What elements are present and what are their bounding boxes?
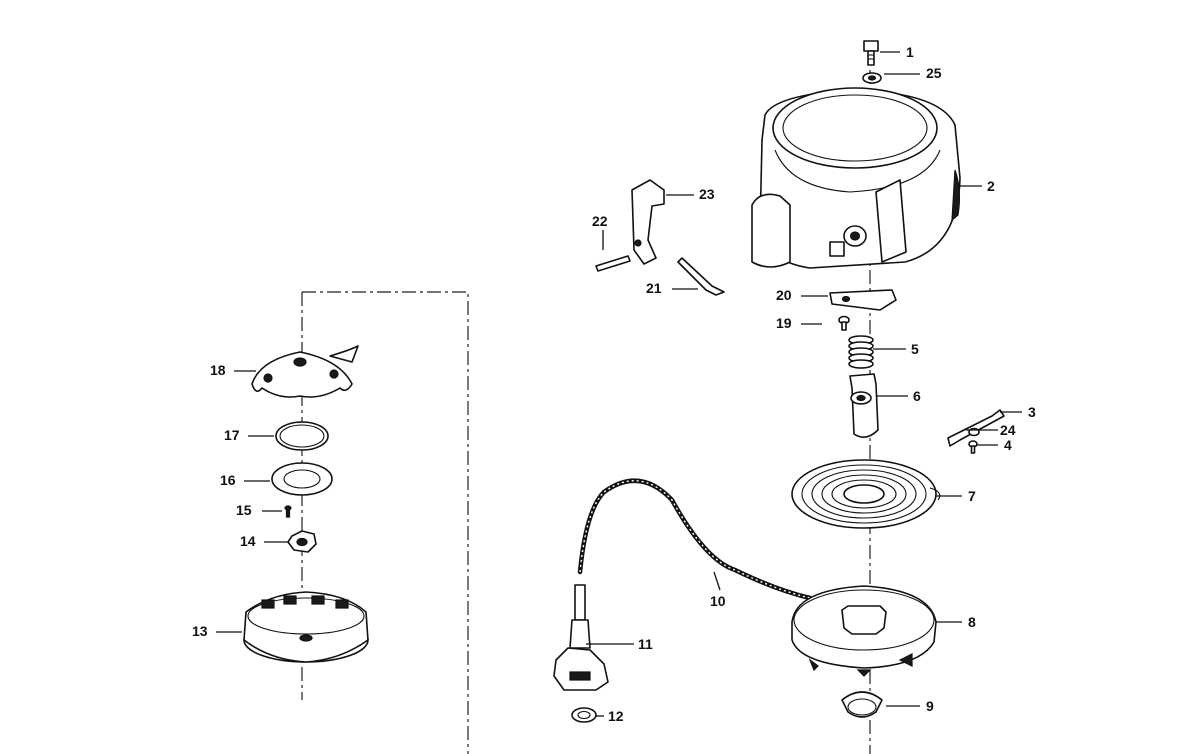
callout-11: 11 xyxy=(638,636,653,652)
callout-9: 9 xyxy=(926,698,934,714)
callout-23: 23 xyxy=(699,186,715,202)
callout-19: 19 xyxy=(776,315,792,331)
callout-25: 25 xyxy=(926,65,942,81)
callout-leaders xyxy=(216,51,1022,717)
callout-22: 22 xyxy=(592,213,608,229)
callout-13: 13 xyxy=(192,623,208,639)
part-16-washer xyxy=(271,462,333,496)
part-20-plate xyxy=(829,289,897,311)
part-14-nut xyxy=(287,530,317,553)
part-10-rope xyxy=(577,478,813,601)
part-6-pawl xyxy=(849,373,879,438)
callout-17: 17 xyxy=(224,427,240,443)
part-17-ring xyxy=(275,421,329,451)
callout-8: 8 xyxy=(968,614,976,630)
callout-14: 14 xyxy=(240,533,256,549)
callout-7: 7 xyxy=(968,488,976,504)
callout-15: 15 xyxy=(236,502,252,518)
callout-6: 6 xyxy=(913,388,921,404)
callout-1: 1 xyxy=(906,44,914,60)
callout-3: 3 xyxy=(1028,404,1036,420)
part-11-handle xyxy=(553,584,609,691)
part-7-recoil-spring xyxy=(791,459,941,529)
callout-labels: 1 2 3 4 5 6 7 8 9 10 11 12 13 14 15 16 1… xyxy=(192,44,1036,724)
part-23-bracket xyxy=(631,179,665,265)
callout-18: 18 xyxy=(210,362,226,378)
part-12-washer xyxy=(571,707,597,723)
part-19-screw xyxy=(838,315,850,331)
callout-12: 12 xyxy=(608,708,624,724)
callout-20: 20 xyxy=(776,287,792,303)
part-13-cup xyxy=(243,591,369,663)
part-25-washer xyxy=(862,72,882,84)
part-2-starter-housing xyxy=(751,87,961,269)
callout-21: 21 xyxy=(646,280,662,296)
callout-10: 10 xyxy=(710,593,726,609)
callout-4: 4 xyxy=(1004,437,1012,453)
part-18-pawl-plate xyxy=(251,345,359,398)
callout-2: 2 xyxy=(987,178,995,194)
part-1-bolt xyxy=(863,40,879,66)
part-9-ring xyxy=(841,691,883,718)
callout-16: 16 xyxy=(220,472,236,488)
part-21-spring-clip xyxy=(677,257,725,296)
part-8-pulley xyxy=(791,585,937,677)
part-5-coil-spring xyxy=(848,335,874,369)
part-15-screw xyxy=(284,505,292,518)
part-4-screw xyxy=(968,440,978,454)
callout-5: 5 xyxy=(911,341,919,357)
callout-24: 24 xyxy=(1000,422,1016,438)
part-22-pin xyxy=(595,255,631,272)
